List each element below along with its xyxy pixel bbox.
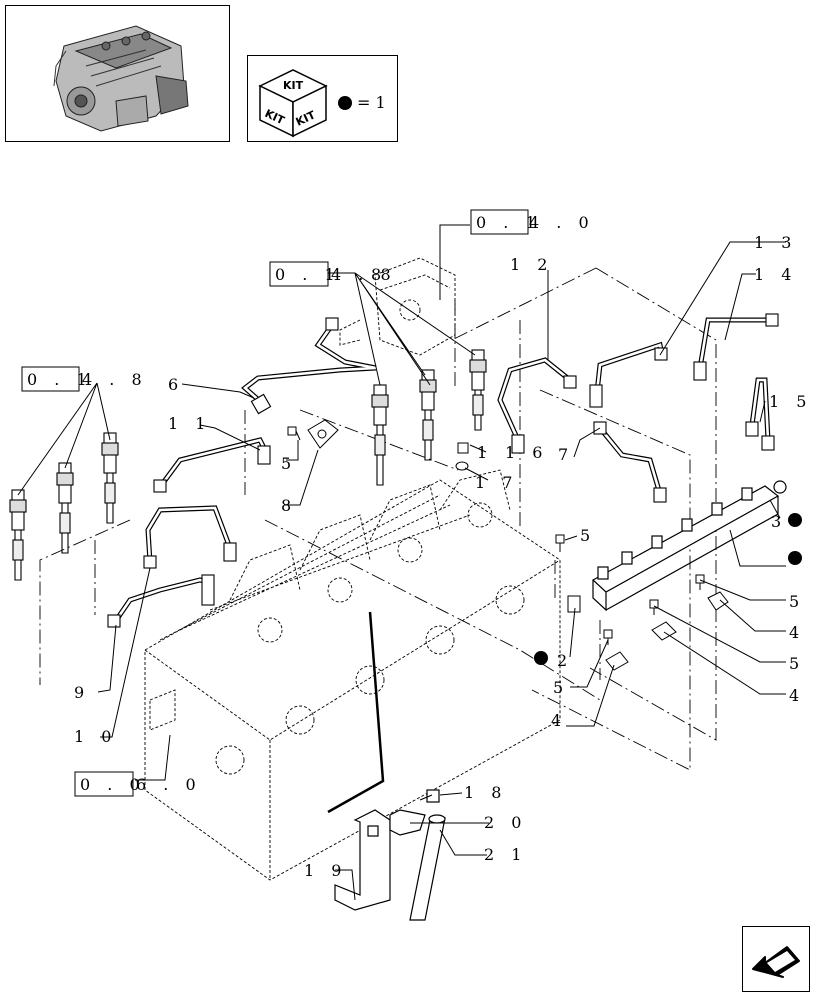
- callout-10: 1 0: [74, 727, 117, 746]
- guide-lines: [39, 267, 717, 771]
- callout-16: 1 6: [505, 443, 548, 462]
- next-page-button[interactable]: [742, 926, 810, 992]
- section-marker-line: [327, 611, 385, 814]
- callout-8: 8: [281, 496, 297, 515]
- injectors-left: [9, 432, 119, 581]
- callout-18: 1 8: [464, 783, 507, 802]
- kit-dot-icon: [788, 551, 802, 565]
- ref-injector-left-suffix: 4 . 8: [82, 370, 148, 389]
- callout-5e: 5: [553, 678, 569, 697]
- high-pressure-pump: [339, 257, 456, 356]
- reference-boxes: [21, 209, 529, 797]
- callout-19: 1 9: [304, 861, 347, 880]
- callout-2: 2: [557, 651, 573, 670]
- callout-1: 1: [477, 443, 493, 462]
- leader-lines: [17, 224, 786, 901]
- bottom-parts: [334, 789, 446, 921]
- callout-3: 3: [771, 512, 787, 531]
- kit-top-label: KIT: [283, 79, 304, 92]
- callout-21: 2 1: [484, 845, 527, 864]
- callout-4c: 4: [551, 711, 567, 730]
- cylinder-head: [144, 469, 561, 881]
- callout-9: 9: [74, 683, 90, 702]
- callout-5b: 5: [580, 526, 596, 545]
- ref-pump-box: 0 . 1: [476, 213, 542, 232]
- callout-4a: 4: [789, 623, 805, 642]
- ref-head-box: 0 . 0: [80, 775, 146, 794]
- ref-injector-suffix: 4 . 8: [331, 265, 397, 284]
- fuel-pipes-fill: [113, 318, 770, 623]
- ref-injector-left-box: 0 . 1: [27, 370, 93, 389]
- ref-pump-suffix: 4 . 0: [529, 213, 595, 232]
- kit-dot-icon: [788, 513, 802, 527]
- ref-head-suffix: 6 . 0: [136, 775, 202, 794]
- engine-thumbnail[interactable]: [5, 5, 230, 142]
- callout-6: 6: [168, 375, 184, 394]
- fuel-rail: [591, 480, 787, 612]
- callout-15: 1 5: [769, 392, 812, 411]
- kit-dots: [534, 513, 802, 665]
- callout-14: 1 4: [754, 265, 797, 284]
- pipe-fittings: [107, 313, 779, 628]
- kit-equals-text: = 1: [357, 93, 386, 112]
- kit-legend: KIT KIT KIT = 1: [247, 55, 398, 142]
- arrow-down-left-icon: [752, 946, 800, 978]
- engine-thumbnail-icon: [53, 25, 189, 132]
- callout-8-top: 8: [371, 265, 387, 284]
- ref-injector-box: 0 . 1: [275, 265, 341, 284]
- callout-17: 1 7: [475, 473, 518, 492]
- callout-5a: 5: [281, 454, 297, 473]
- callout-5c: 5: [789, 592, 805, 611]
- callout-4b: 4: [789, 686, 805, 705]
- fuel-pipes-outline: [112, 317, 771, 624]
- kit-dot-icon: [534, 651, 548, 665]
- callout-11: 1 1: [168, 414, 211, 433]
- kit-dot-icon: [338, 96, 352, 110]
- callout-20: 2 0: [484, 813, 527, 832]
- callout-12: 1 2: [510, 255, 553, 274]
- callout-5d: 5: [789, 654, 805, 673]
- kit-cube-icon: KIT KIT KIT = 1: [258, 69, 386, 138]
- callout-13: 1 3: [754, 233, 797, 252]
- callout-7: 7: [558, 445, 574, 464]
- small-parts: [287, 419, 729, 671]
- injectors-center: [371, 349, 487, 486]
